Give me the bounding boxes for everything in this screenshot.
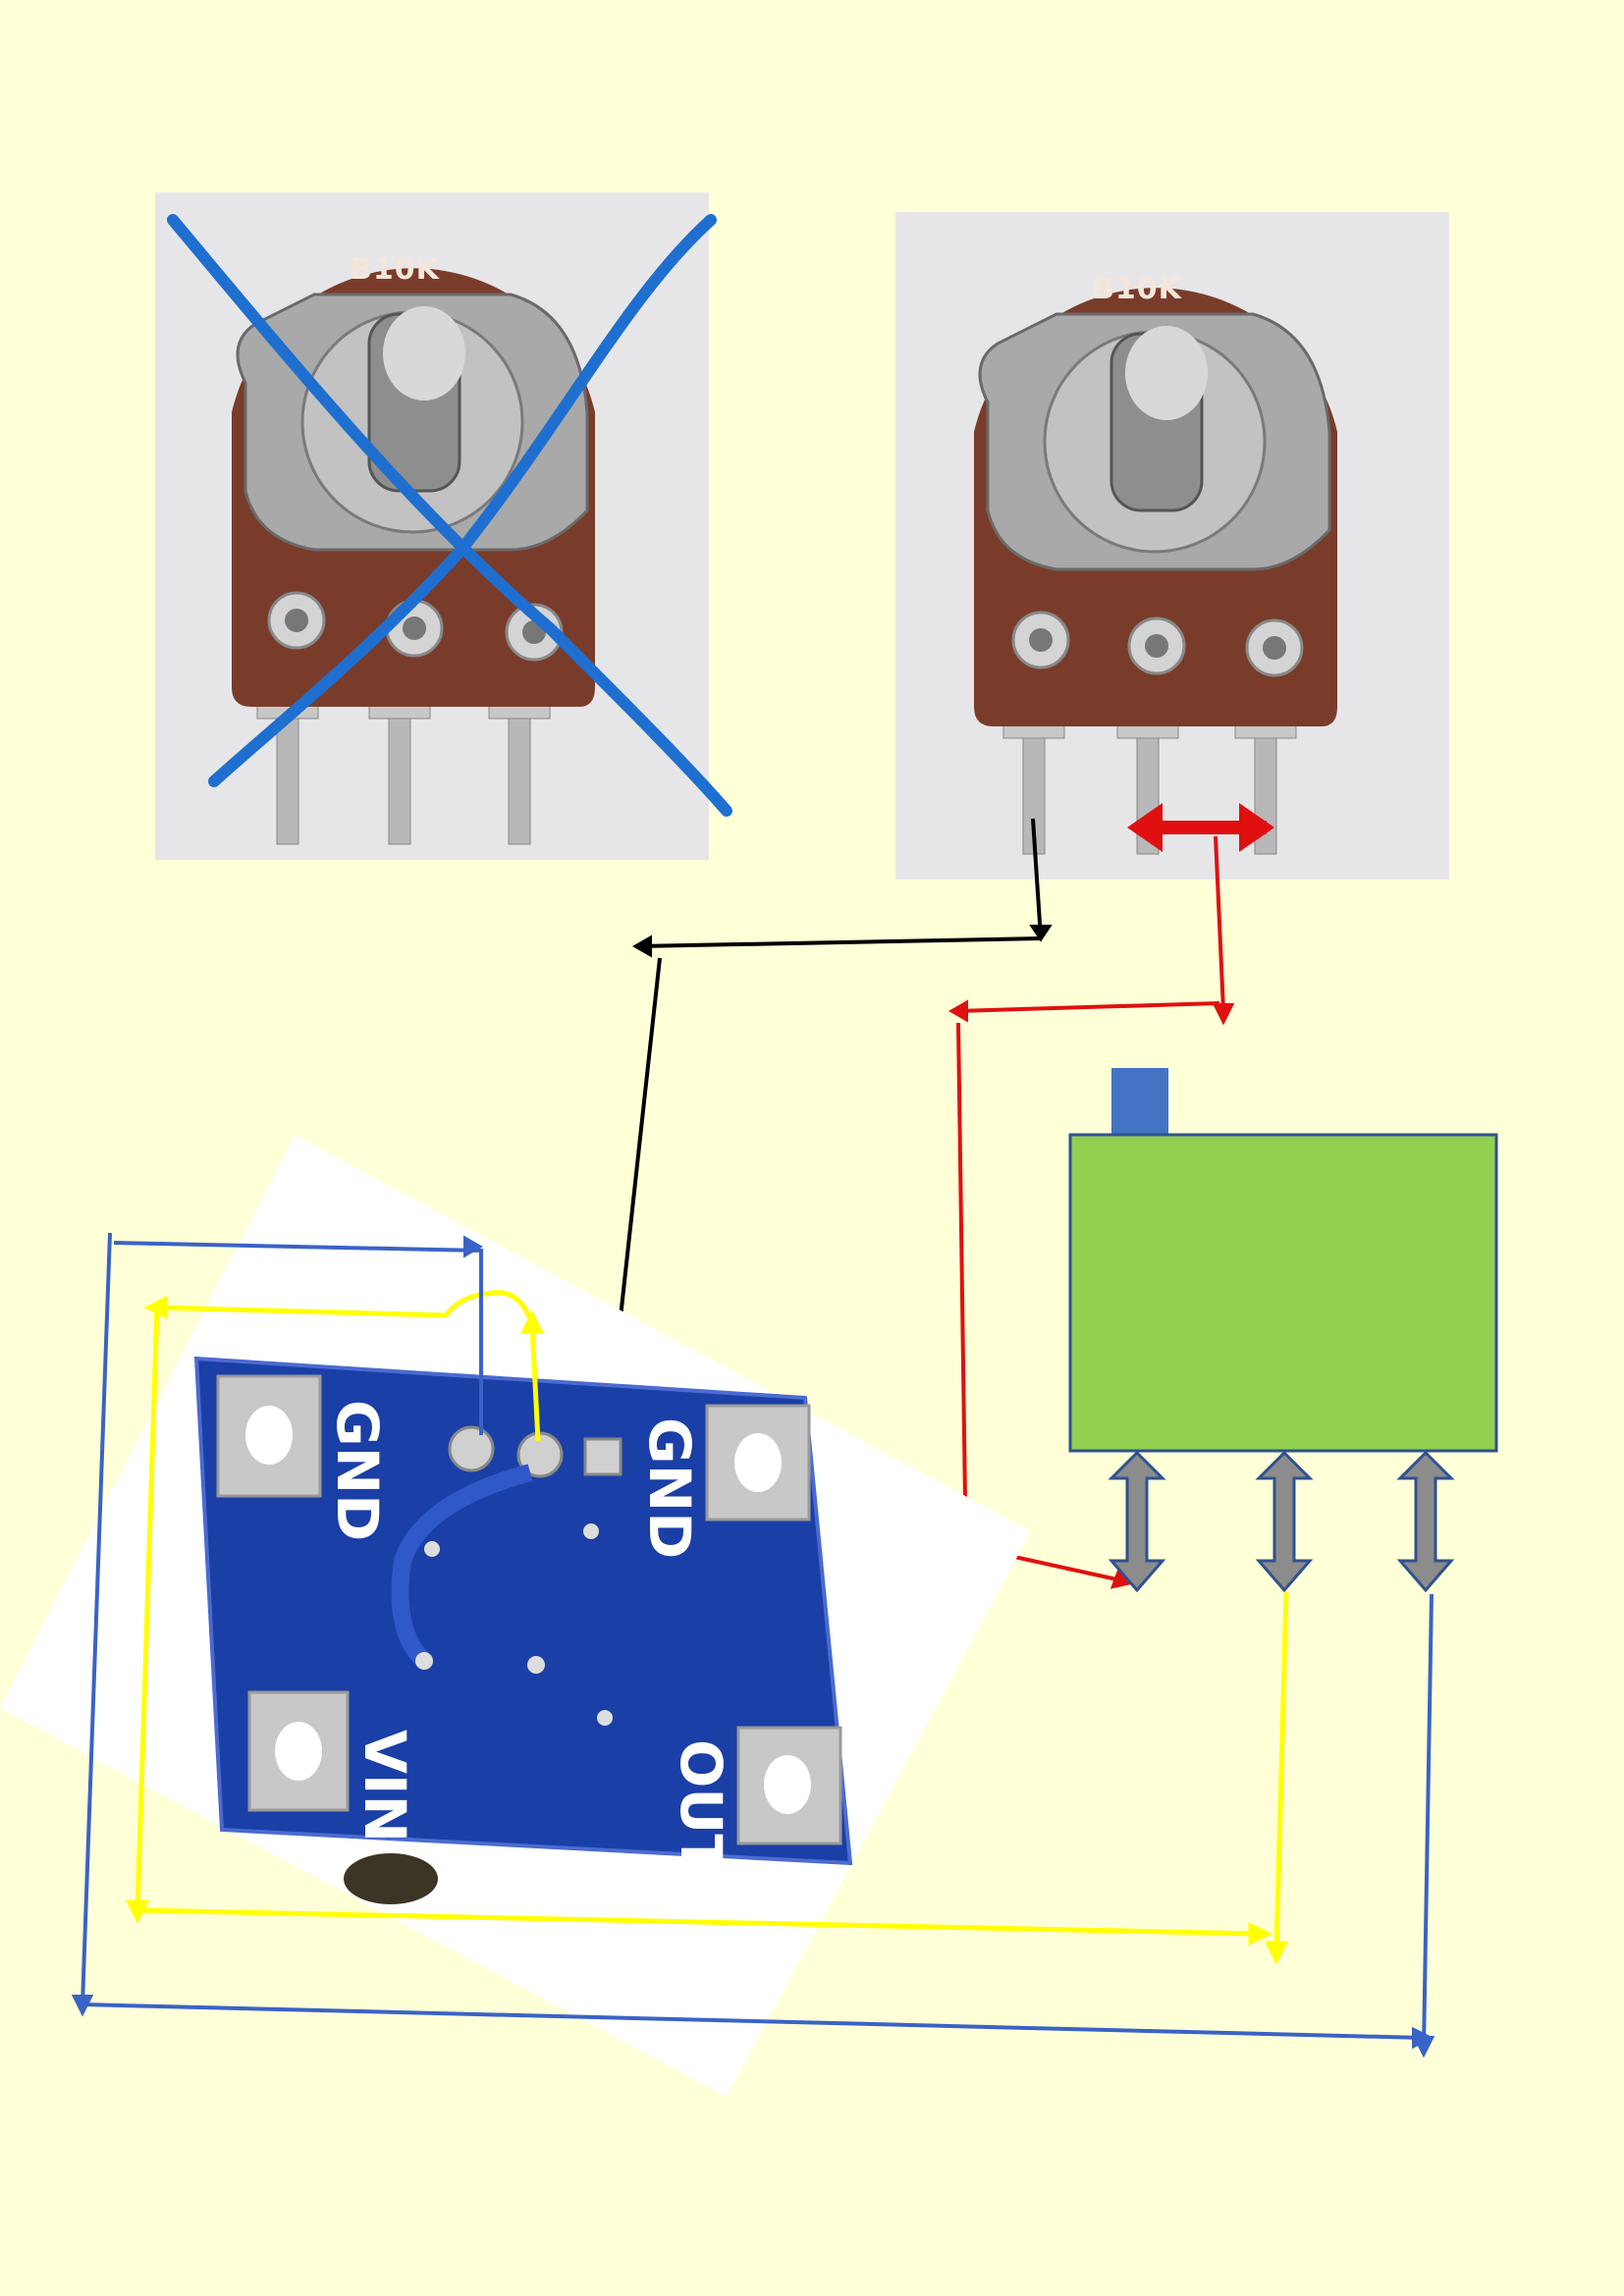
- module-pin-1: [1111, 1453, 1163, 1590]
- header-pad-square: [585, 1439, 621, 1474]
- label-gnd-right: GND: [636, 1417, 703, 1559]
- inductor: [344, 1853, 438, 1904]
- pot-label: B10K: [350, 252, 441, 287]
- header-pad: [450, 1427, 493, 1470]
- potentiometer-crossed: B10K: [155, 192, 727, 860]
- potentiometer-used: B10K: [895, 212, 1449, 880]
- label-out: OUT: [668, 1739, 734, 1873]
- pot-pin-right: [509, 707, 530, 844]
- module-pin-3: [1400, 1453, 1451, 1590]
- pot-pin-middle: [389, 707, 410, 844]
- module-button: [1111, 1068, 1168, 1137]
- module-pin-2: [1259, 1453, 1310, 1590]
- green-module: [1070, 1068, 1496, 1590]
- module-body: [1070, 1135, 1496, 1451]
- boost-converter: GND GND VIN OUT: [0, 1135, 1031, 2097]
- label-gnd-left: GND: [324, 1400, 391, 1541]
- label-vin: VIN: [352, 1730, 418, 1842]
- pot-label: B10K: [1092, 272, 1183, 306]
